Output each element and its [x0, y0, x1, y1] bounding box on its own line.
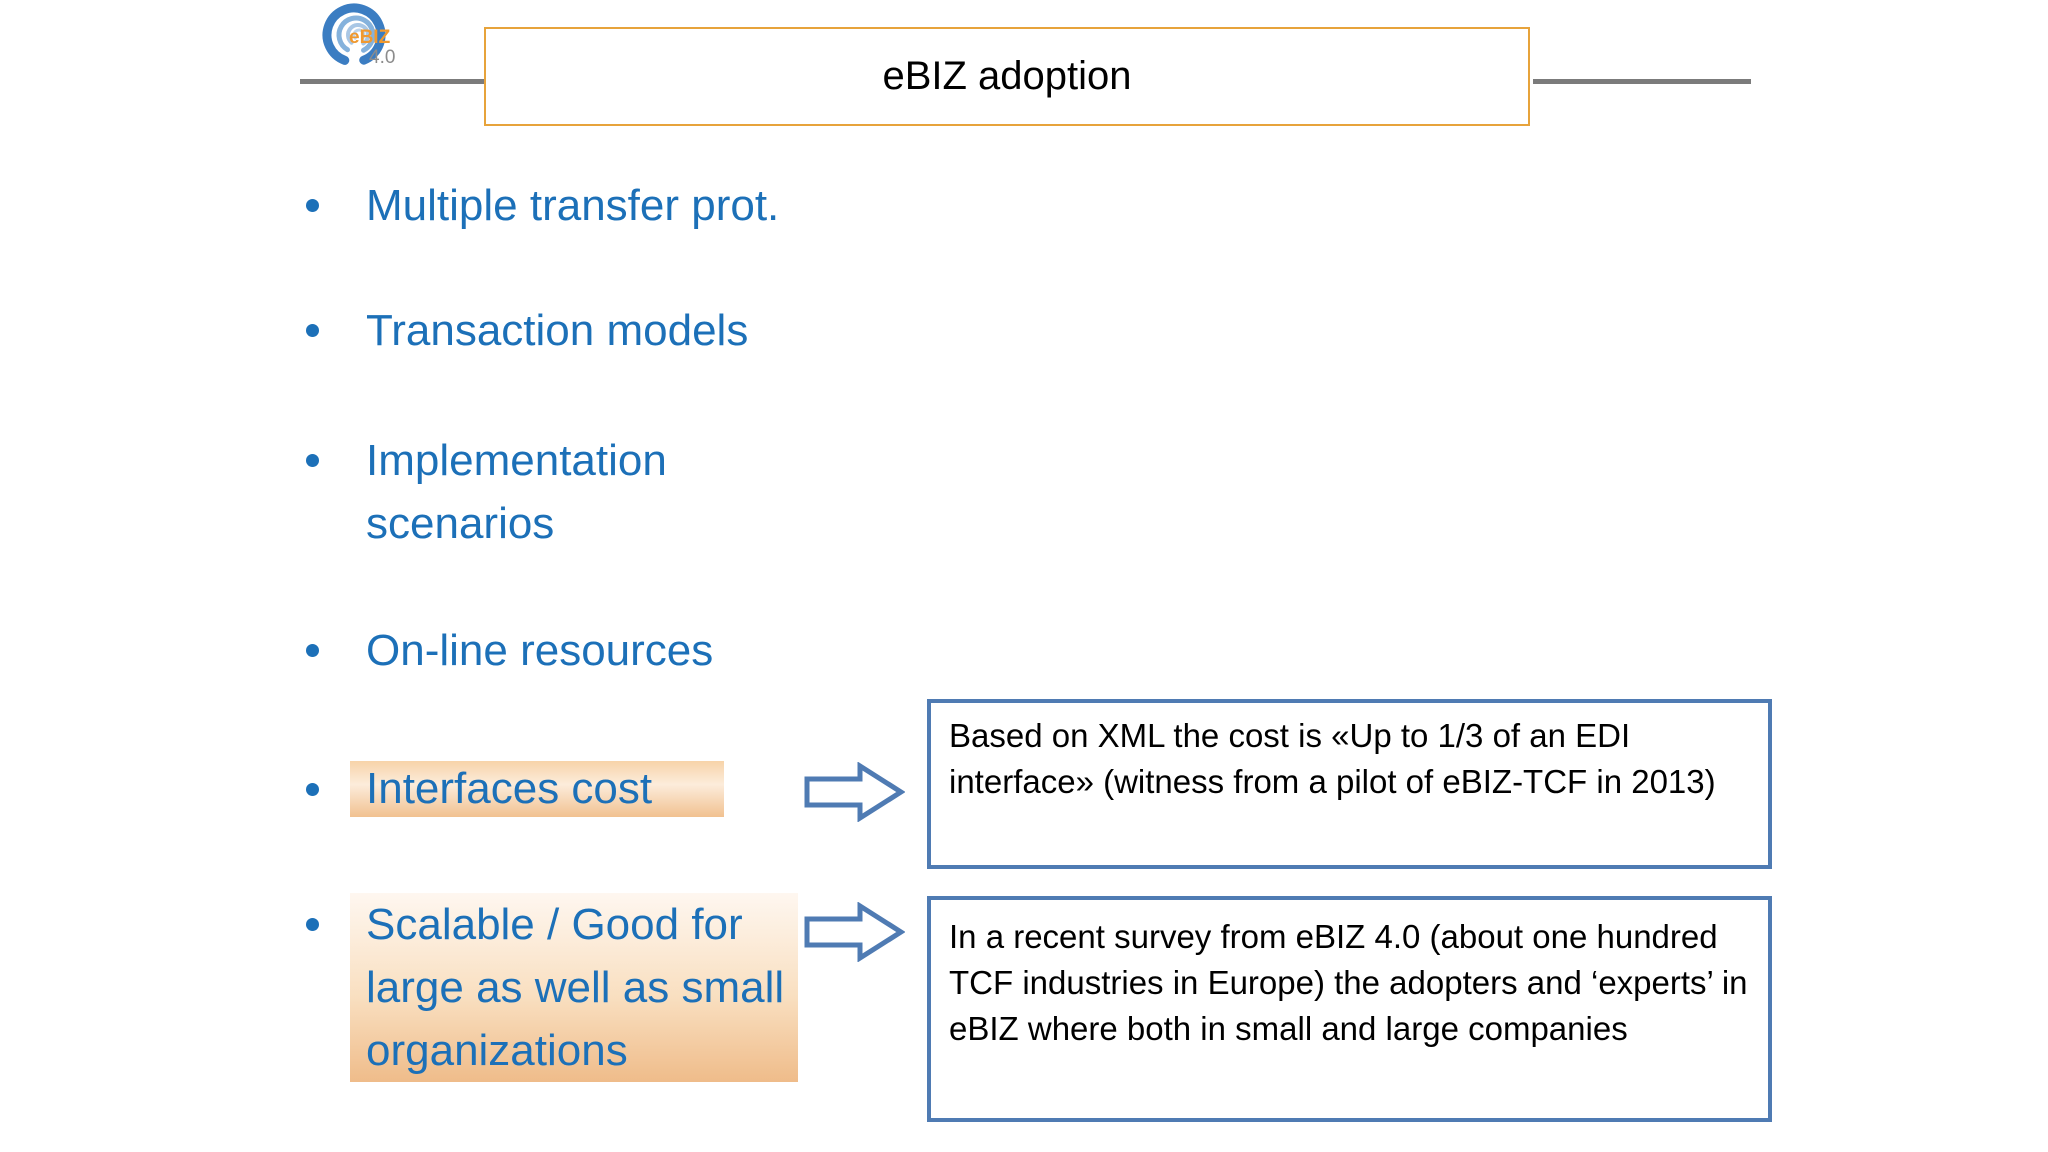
callout-text: In a recent survey from eBIZ 4.0 (about …	[949, 918, 1748, 1047]
bullet-online-resources: On-line resources	[306, 619, 713, 682]
header-rule-right	[1533, 79, 1751, 84]
bullet-dot-icon	[306, 454, 319, 467]
bullet-line: scenarios	[366, 499, 555, 548]
bullet-interfaces-cost-highlighted: Interfaces cost	[306, 761, 725, 817]
bullet-dot-icon	[306, 644, 319, 657]
callout-scalability-survey: In a recent survey from eBIZ 4.0 (about …	[927, 896, 1772, 1122]
bullet-dot-icon	[306, 783, 319, 796]
bullet-line: On-line resources	[366, 626, 714, 675]
ebiz-4-0-logo-icon: eBIZ 4.0	[322, 3, 395, 68]
highlight-scalable: Scalable / Good for large as well as sma…	[350, 893, 798, 1082]
logo-text: eBIZ	[349, 27, 391, 48]
callout-text: Based on XML the cost is «Up to 1/3 of a…	[949, 717, 1716, 800]
bullet-line: Transaction models	[366, 306, 749, 355]
bullet-implementation-scenarios: Implementation scenarios	[306, 429, 667, 555]
bullet-line: Multiple transfer prot.	[366, 181, 780, 230]
bullet-multiple-transfer-prot: Multiple transfer prot.	[306, 174, 779, 237]
bullet-line: organizations	[366, 1026, 628, 1075]
highlight-interfaces-cost: Interfaces cost	[350, 761, 725, 817]
header-rule-left	[300, 79, 486, 84]
logo-version-text: 4.0	[369, 47, 395, 68]
bullet-scalable-highlighted: Scalable / Good for large as well as sma…	[306, 893, 798, 1082]
bullet-line: Interfaces cost	[366, 764, 653, 813]
bullet-dot-icon	[306, 324, 319, 337]
bullet-dot-icon	[306, 918, 319, 931]
bullet-line: Implementation	[366, 436, 667, 485]
slide-title: eBIZ adoption	[882, 54, 1132, 98]
callout-interfaces-cost: Based on XML the cost is «Up to 1/3 of a…	[927, 699, 1772, 869]
bullet-line: large as well as small	[366, 963, 785, 1012]
bullet-dot-icon	[306, 199, 319, 212]
bullet-line: Scalable / Good for	[366, 900, 743, 949]
callout-arrow-icon	[804, 762, 905, 822]
bullet-transaction-models: Transaction models	[306, 299, 748, 362]
callout-arrow-icon	[804, 902, 905, 962]
slide-title-box: eBIZ adoption	[484, 27, 1530, 126]
